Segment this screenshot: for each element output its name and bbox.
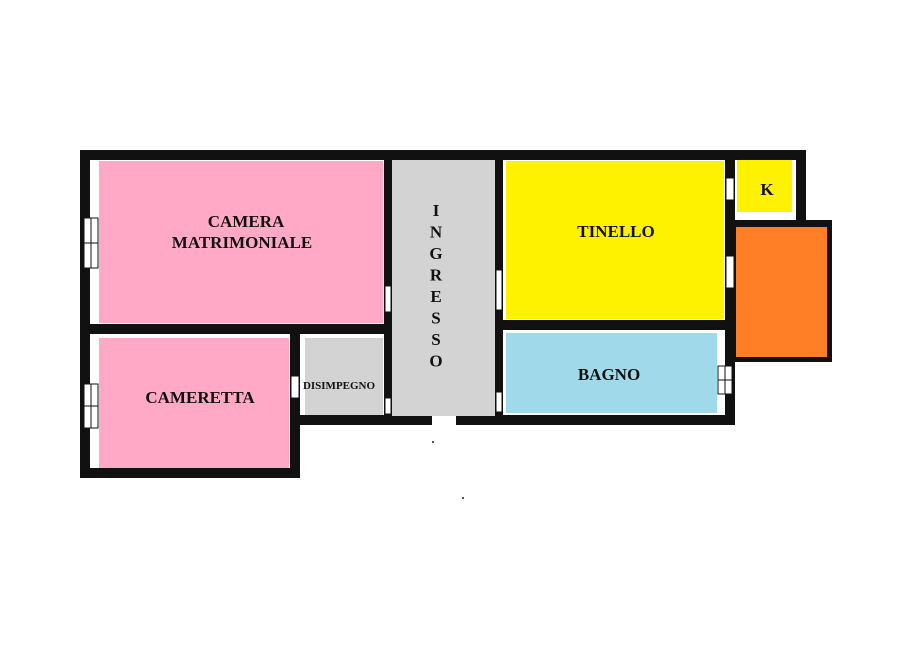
wall-outer-right-a [796, 150, 806, 222]
ingresso-letter: S [431, 309, 440, 328]
window-camera-matrimoniale [83, 217, 99, 269]
room-tinello [506, 161, 724, 319]
doors [290, 177, 735, 426]
label-tinello: TINELLO [577, 222, 654, 241]
ingresso-letter: N [430, 223, 443, 242]
door-ingresso-bagno [495, 391, 503, 413]
label-camera: CAMERA [208, 212, 285, 231]
door-ingresso-tinello [495, 269, 503, 311]
room-bagno [506, 333, 717, 413]
wall-cameretta-right [290, 330, 300, 478]
room-disimpegno [305, 338, 383, 415]
label-bagno: BAGNO [578, 365, 640, 384]
wall-outer-bottom-mid [290, 415, 735, 425]
label-matrimoniale: MATRIMONIALE [172, 233, 312, 252]
wall-outer-bottom-left [80, 468, 300, 478]
door-entrance [432, 416, 456, 426]
ingresso-letter: S [431, 330, 440, 349]
window-bagno [717, 365, 733, 395]
ingresso-letter: R [430, 266, 443, 285]
label-cameretta: CAMERETTA [145, 388, 255, 407]
door-cameretta-disimpegno [290, 375, 300, 399]
ingresso-letter: O [429, 352, 442, 371]
windows [83, 217, 733, 429]
wall-left-horizontal [80, 324, 392, 334]
door-camera-ingresso [384, 285, 392, 313]
room-camera-matrimoniale [99, 161, 383, 323]
room-balcony [736, 227, 827, 357]
ingresso-letter: G [429, 244, 442, 263]
wall-right-horizontal [495, 320, 735, 330]
room-cameretta [99, 338, 289, 468]
ingresso-letter: I [433, 201, 440, 220]
door-tinello-balcony [725, 255, 735, 289]
label-disimpegno: DISIMPEGNO [303, 380, 376, 392]
window-cameretta [83, 383, 99, 429]
room-kitchenette [737, 160, 792, 212]
ingresso-letter: E [430, 287, 441, 306]
wall-outer-left [80, 150, 90, 478]
label-k: K [760, 180, 774, 199]
door-disimpegno-ingresso [384, 397, 392, 415]
wall-outer-top [80, 150, 806, 160]
room-ingresso [392, 160, 495, 416]
entrance-marks [432, 441, 464, 499]
door-tinello-k [725, 177, 735, 201]
